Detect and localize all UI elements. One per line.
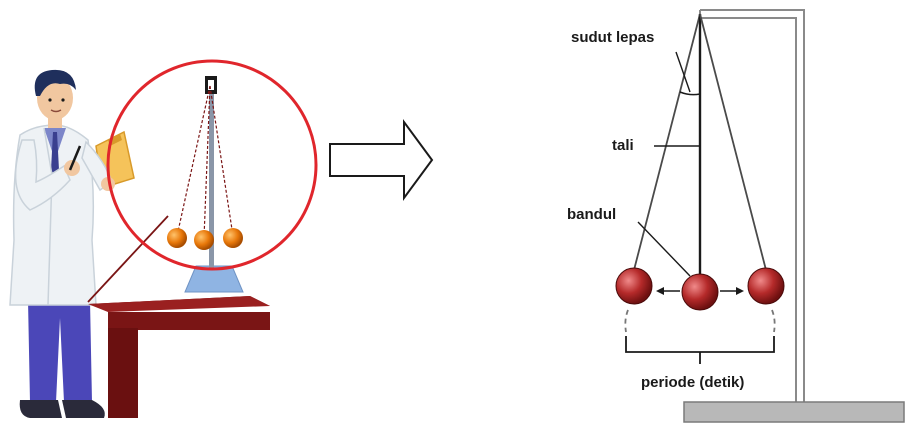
label-string: tali (612, 137, 634, 154)
pendulum-schematic (615, 9, 905, 423)
right-outline-arrow-icon (329, 118, 434, 202)
leader-release-angle (675, 51, 691, 93)
lab-table (88, 296, 270, 418)
bob-left (615, 267, 653, 305)
focus-circle (106, 59, 318, 271)
bob-center (681, 273, 719, 311)
label-period: periode (detik) (641, 374, 745, 391)
label-bob: bandul (567, 206, 617, 223)
mini-pendulum-stand (167, 76, 244, 293)
stand-base (683, 401, 905, 423)
zoom-leader-line (87, 215, 169, 303)
swing-arrows (656, 287, 744, 295)
mini-bob-center (194, 230, 214, 250)
bob-right (747, 267, 785, 305)
leader-bob (637, 221, 691, 277)
label-release-angle: sudut lepas (571, 29, 655, 46)
mini-bob-left (167, 228, 187, 248)
mini-bob-right (223, 228, 243, 248)
